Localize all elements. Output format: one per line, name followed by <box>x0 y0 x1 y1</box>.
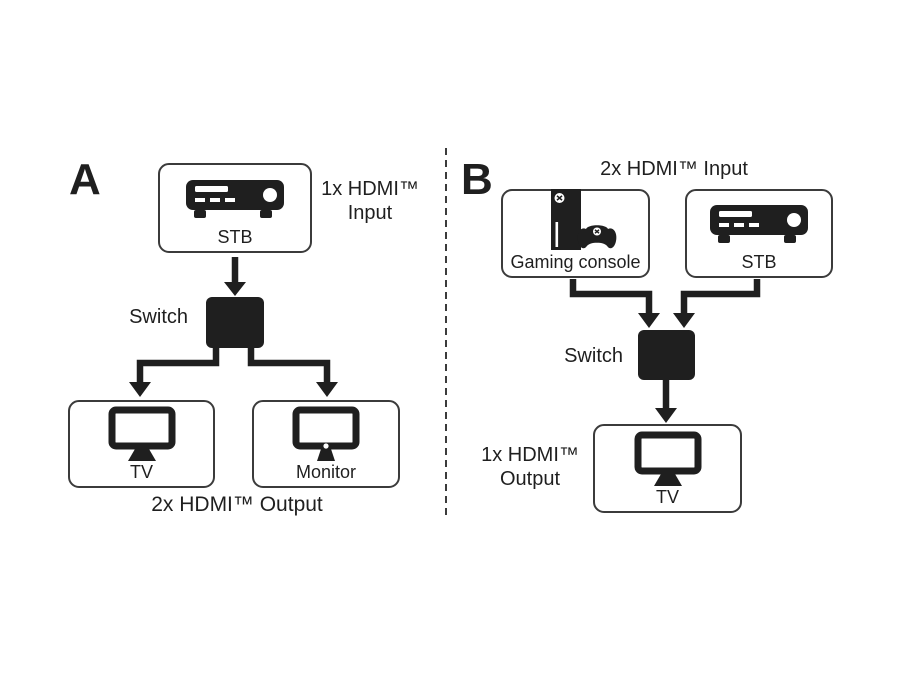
tv-icon <box>634 426 702 487</box>
stb-icon <box>709 191 809 252</box>
gaming-console-label-b: Gaming console <box>510 252 641 272</box>
tv-box-b: TV <box>593 424 742 513</box>
stb-icon <box>185 165 285 227</box>
arrow-console-to-switch-b <box>569 279 660 328</box>
panel-a-letter: A <box>69 155 101 204</box>
monitor-icon <box>292 401 360 462</box>
arrow-stb-to-switch-a <box>224 257 246 296</box>
stb-label-b: STB <box>741 252 777 272</box>
arrow-stb-to-switch-b <box>673 279 761 328</box>
hdmi-output-annotation-a: 2x HDMI™ Output <box>151 493 323 516</box>
stb-box-a: STB <box>158 163 312 253</box>
hdmi-input-annotation-a: 1x HDMI™ Input <box>321 178 419 224</box>
panel-b-letter: B <box>461 155 493 204</box>
monitor-label-a: Monitor <box>295 462 357 482</box>
tv-label-b: TV <box>655 487 679 507</box>
gaming-console-box-b: Gaming console <box>501 189 650 278</box>
arrow-switch-to-tv-b <box>655 380 677 423</box>
switch-node-b <box>638 330 695 380</box>
tv-icon <box>108 401 176 462</box>
switch-label-a: Switch <box>129 306 188 328</box>
switch-label-b: Switch <box>564 345 623 367</box>
arrow-switch-to-monitor-a <box>247 347 338 397</box>
hdmi-input-annotation-b: 2x HDMI™ Input <box>600 158 748 180</box>
tv-label-a: TV <box>129 462 153 482</box>
switch-node-a <box>206 297 264 348</box>
stb-box-b: STB <box>685 189 833 278</box>
tv-box-a: TV <box>68 400 215 488</box>
hdmi-output-annotation-b: 1x HDMI™ Output <box>481 444 579 490</box>
stb-label-a: STB <box>217 227 253 247</box>
monitor-box-a: Monitor <box>252 400 400 488</box>
arrow-switch-to-tv-a <box>129 347 220 397</box>
gaming-console-icon <box>533 184 619 252</box>
